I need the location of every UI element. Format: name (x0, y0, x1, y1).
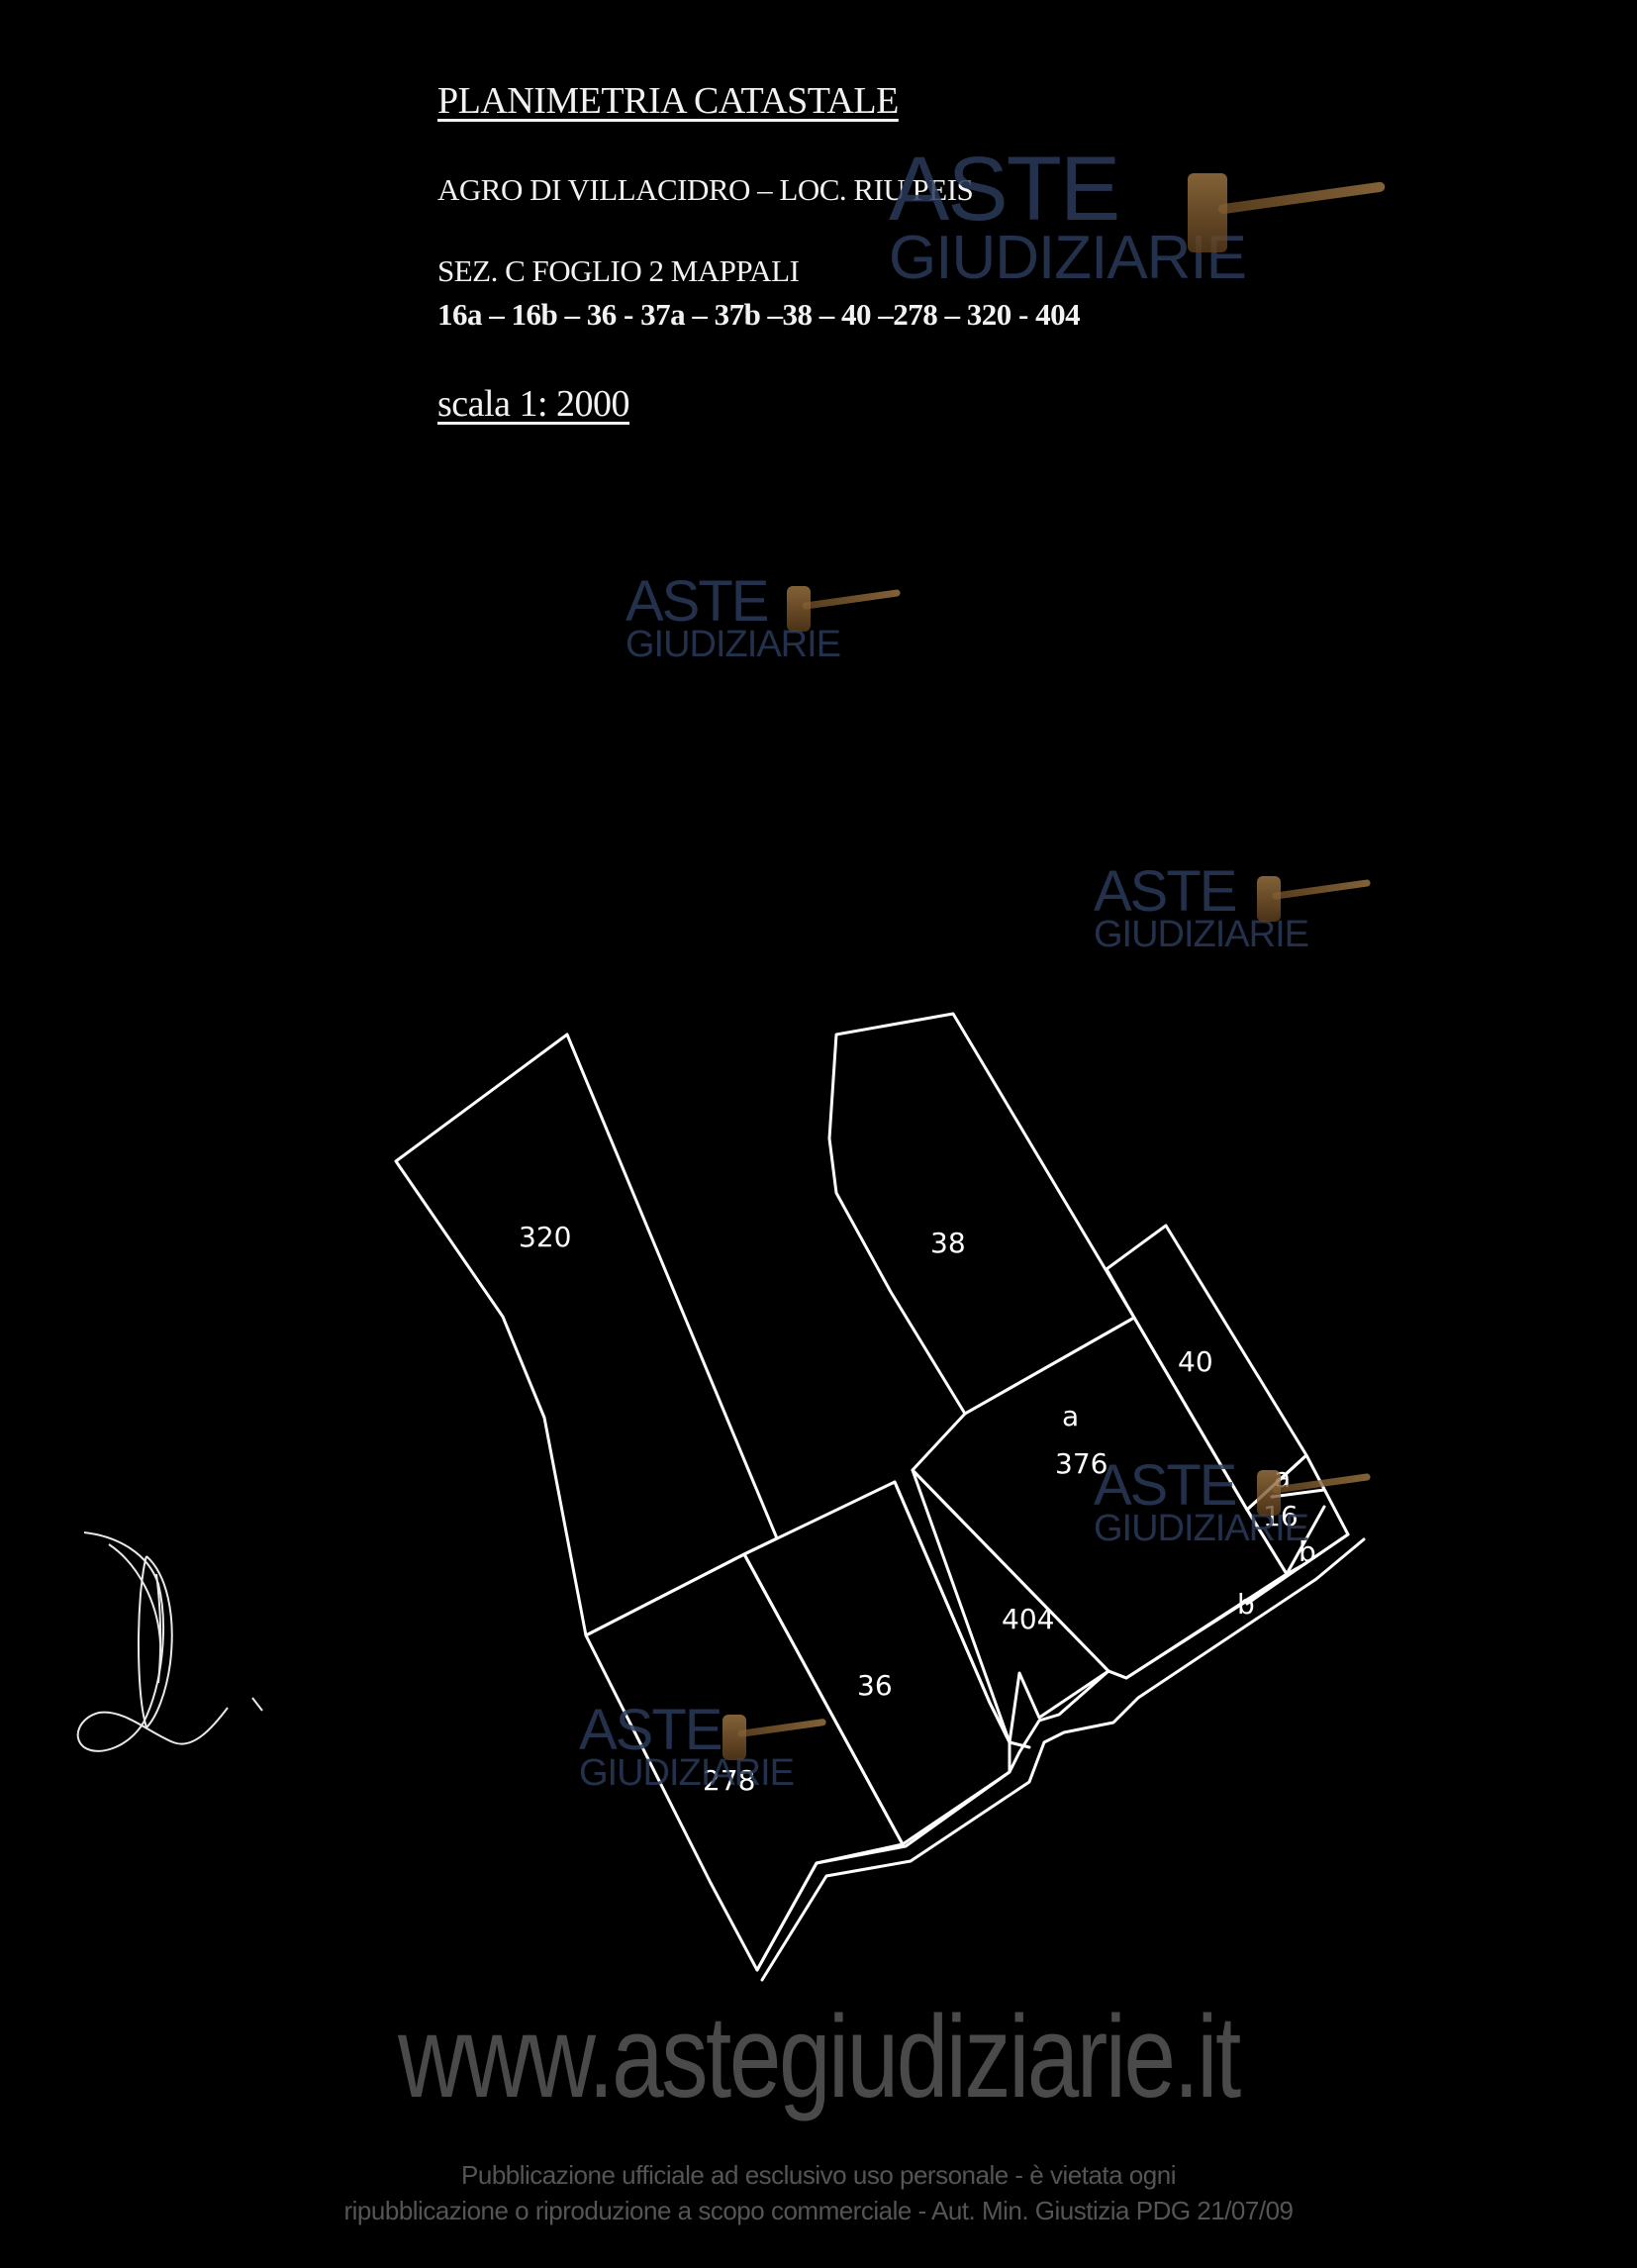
parcel-label-36: 36 (857, 1669, 893, 1702)
parcel-label-16-b: b (1299, 1535, 1316, 1568)
parcel-38-outline (827, 1012, 1136, 1416)
parcel-37b-divider (1245, 1562, 1306, 1606)
parcel-label-37-b: b (1237, 1588, 1255, 1621)
gavel-head-icon-5 (722, 1715, 746, 1760)
parcel-label-376: 376 (1055, 1447, 1107, 1480)
watermark-brand-bottom-3: GIUDIZIARIE (1094, 914, 1309, 956)
plan-scale: scala 1: 2000 (437, 383, 630, 425)
plan-parcel-list: 16a – 16b – 36 - 37a – 37b –38 – 40 –278… (437, 297, 1081, 332)
watermark-brand-top-3: ASTE (1094, 859, 1238, 924)
watermark-brand-bottom-2: GIUDIZIARIE (626, 624, 841, 666)
watermark-logo-3: ASTE GIUDIZIARIE (1094, 859, 1309, 956)
parcel-404-outline (911, 1468, 1110, 1744)
gavel-head-icon-2 (787, 586, 811, 632)
publication-notice-line-2: ripubblicazione o riproduzione a scopo c… (343, 2196, 1295, 2225)
parcel-label-278: 278 (703, 1764, 755, 1797)
parcel-label-404: 404 (1002, 1603, 1054, 1635)
watermark-logo-5: ASTE GIUDIZIARIE (579, 1698, 795, 1795)
road-boundary-inner (755, 1532, 1350, 1972)
parcel-label-320: 320 (519, 1221, 571, 1253)
gavel-head-icon-4 (1257, 1470, 1281, 1516)
parcel-16-divider-lower (1285, 1505, 1326, 1576)
gavel-head-icon-3 (1257, 876, 1281, 922)
watermark-brand-bottom: GIUDIZIARIE (889, 223, 1247, 292)
watermark-brand-top: ASTE (889, 139, 1120, 240)
watermark-brand-top-4: ASTE (1094, 1453, 1238, 1518)
watermark-brand-bottom-5: GIUDIZIARIE (579, 1752, 795, 1795)
watermark-logo-header: ASTE GIUDIZIARIE (889, 139, 1247, 292)
plan-section-sheet: SEZ. C FOGLIO 2 MAPPALI (437, 253, 800, 288)
watermark-brand-top-2: ASTE (626, 569, 770, 634)
watermark-site-url: www.astegiudiziarie.it (398, 1992, 1241, 2122)
plan-title: PLANIMETRIA CATASTALE (437, 80, 899, 122)
handwritten-signature (76, 1531, 263, 1752)
road-boundary-outer (760, 1537, 1366, 1982)
watermark-brand-bottom-4: GIUDIZIARIE (1094, 1508, 1309, 1550)
parcel-320-outline (394, 1033, 779, 1637)
parcel-label-37-a: a (1062, 1400, 1079, 1432)
watermark-logo-2: ASTE GIUDIZIARIE (626, 569, 841, 666)
parcel-label-40: 40 (1178, 1345, 1213, 1378)
parcel-label-38: 38 (930, 1227, 966, 1259)
publication-notice-line-1: Pubblicazione ufficiale ad esclusivo uso… (461, 2160, 1176, 2190)
gavel-head-icon (1188, 173, 1227, 252)
watermark-brand-top-5: ASTE (579, 1698, 723, 1762)
watermark-logo-4: ASTE GIUDIZIARIE (1094, 1453, 1309, 1550)
plan-location: AGRO DI VILLACIDRO – LOC. RIU PEIS (437, 172, 974, 207)
